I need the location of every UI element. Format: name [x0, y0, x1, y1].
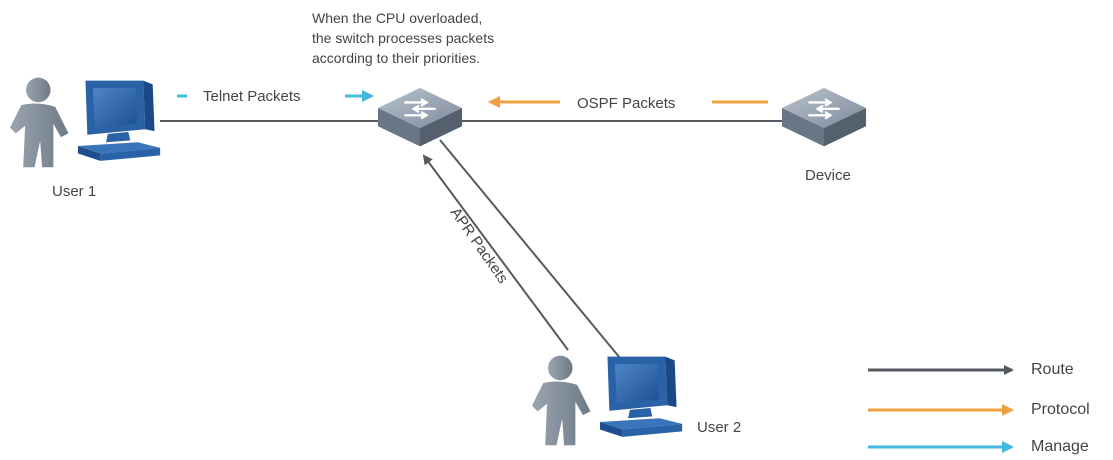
telnet-packets-label: Telnet Packets: [203, 88, 301, 105]
legend-protocol-label: Protocol: [1031, 401, 1090, 418]
link-switch-user2: [439, 139, 621, 359]
person-icon: [532, 355, 591, 446]
ospf-packets-label: OSPF Packets: [577, 95, 675, 112]
computer-icon: [600, 356, 683, 437]
legend-manage-label: Manage: [1031, 438, 1089, 455]
switch-icon[interactable]: [376, 86, 464, 148]
person-icon: [10, 77, 69, 168]
annotation-line-2: the switch processes packets: [312, 30, 494, 46]
switch-icon[interactable]: [780, 86, 868, 148]
legend-route-label: Route: [1031, 361, 1074, 378]
arp-packets-arrow: [422, 154, 569, 351]
arp-packets-label: APR Packets: [447, 205, 512, 287]
computer-icon: [78, 80, 161, 161]
legend: Route Protocol Manage: [868, 361, 1090, 455]
user2-label: User 2: [697, 419, 741, 436]
device-label: Device: [805, 167, 851, 184]
user1-label: User 1: [52, 183, 96, 200]
annotation-line-3: according to their priorities.: [312, 50, 480, 66]
annotation-line-1: When the CPU overloaded,: [312, 10, 482, 26]
